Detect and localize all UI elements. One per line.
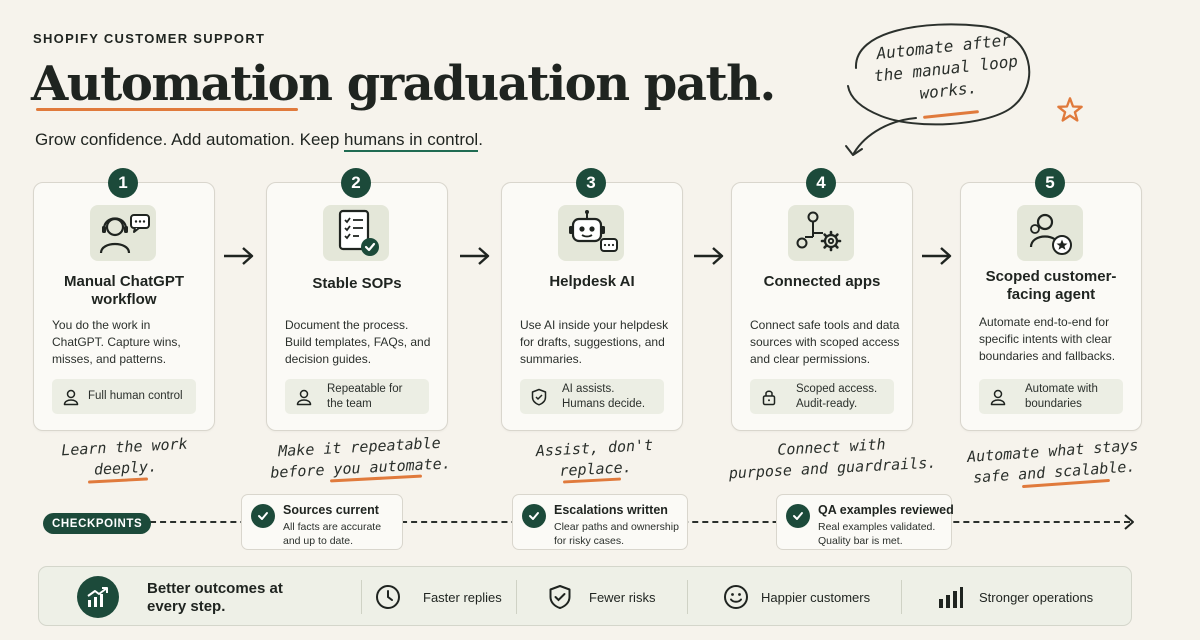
robot-icon <box>569 210 618 252</box>
lock-icon <box>762 390 776 405</box>
divider <box>901 580 902 614</box>
outcomes-bar: Better outcomes at every step. Faster re… <box>38 566 1132 626</box>
headset-chat-icon <box>99 214 150 254</box>
icon-tile <box>323 205 389 261</box>
step-pill: Automate with boundaries <box>979 379 1123 414</box>
step-description: Automate end-to-end for specific intents… <box>979 315 1116 363</box>
callout-arrow <box>853 117 917 154</box>
step-description: You do the work in ChatGPT. Capture wins… <box>52 318 181 366</box>
check-icon <box>522 504 546 528</box>
outcome-label: Faster replies <box>423 589 502 605</box>
page-title: Automation graduation path. <box>31 56 776 112</box>
divider <box>361 580 362 614</box>
step-note-1: Learn the work deeply. <box>39 433 211 484</box>
step-card-4: 4 Connected apps Connect safe tools and … <box>731 168 913 431</box>
chevron-right-icon <box>1124 514 1134 530</box>
checkpoint-card: QA examples reviewed Real examples valid… <box>776 494 954 550</box>
subtitle-highlight: humans in control <box>344 130 479 152</box>
step-pill-label: Full human control <box>88 390 183 402</box>
step-number-badge: 1 <box>108 168 138 198</box>
step-card-1: 1 Manual ChatGPT workflow You do the wor… <box>33 168 215 431</box>
step-number-badge: 4 <box>806 168 836 198</box>
outcome-fewer-risks: Fewer risks <box>547 567 655 627</box>
shield-check-icon <box>549 585 571 609</box>
step-title: Stable SOPs <box>312 275 402 292</box>
checklist-doc-icon <box>338 209 379 256</box>
clock-icon <box>376 585 400 609</box>
step-pill-label: Scoped access. Audit-ready. <box>796 382 878 410</box>
step-pill: Full human control <box>52 379 196 414</box>
outcome-happier-customers: Happier customers <box>723 567 870 627</box>
outcome-faster-replies: Faster replies <box>375 567 502 627</box>
checkpoint-title: QA examples reviewed <box>818 503 954 517</box>
step-description: Connect safe tools and data sources with… <box>750 318 900 366</box>
bar-chart-icon <box>939 587 963 608</box>
check-icon <box>251 504 275 528</box>
step-description: Document the process. Build templates, F… <box>285 318 431 366</box>
step-pill: AI assists. Humans decide. <box>520 379 664 414</box>
person-icon <box>296 389 312 405</box>
smiley-icon <box>724 585 748 609</box>
person-icon <box>63 389 79 405</box>
step-description: Use AI inside your helpdesk for drafts, … <box>520 318 669 366</box>
check-icon <box>786 504 810 528</box>
person-icon <box>990 389 1006 405</box>
step-title: Scoped customer-facing agent <box>985 268 1117 303</box>
icon-tile <box>90 205 156 261</box>
step-card-5: 5 Scoped customer-facing agent Automate … <box>960 168 1142 431</box>
arrow-right-icon <box>460 247 490 265</box>
checkpoint-card: Escalations written Clear paths and owne… <box>512 494 688 550</box>
step-card-3: 3 Helpdesk AI Use AI inside your helpdes… <box>501 168 683 431</box>
checkpoint-description: All facts are accurate and up to date. <box>283 521 382 547</box>
checkpoint-title: Escalations written <box>554 503 668 517</box>
subtitle-end: . <box>478 130 483 149</box>
outcome-stronger-operations: Stronger operations <box>937 567 1093 627</box>
divider <box>516 580 517 614</box>
icon-tile <box>558 205 624 261</box>
shield-check-icon <box>531 388 547 406</box>
page-subtitle: Grow confidence. Add automation. Keep hu… <box>35 130 483 152</box>
step-number-badge: 3 <box>576 168 606 198</box>
subtitle-text: Grow confidence. Add automation. Keep <box>35 130 345 149</box>
step-number-badge: 2 <box>341 168 371 198</box>
arrow-right-icon <box>922 247 952 265</box>
step-note-4: Connect with purpose and guardrails. <box>721 431 943 484</box>
outcome-label: Stronger operations <box>979 589 1094 605</box>
divider <box>687 580 688 614</box>
step-title: Helpdesk AI <box>549 273 635 290</box>
checkpoint-card: Sources current All facts are accurate a… <box>241 494 403 550</box>
checkpoint-description: Clear paths and ownership for risky case… <box>554 521 679 547</box>
icon-tile <box>788 205 854 261</box>
outcomes-headline: Better outcomes at every step. <box>147 580 283 615</box>
step-pill-label: AI assists. Humans decide. <box>562 382 646 410</box>
outcome-label: Happier customers <box>761 589 871 605</box>
arrow-right-icon <box>694 247 724 265</box>
checkpoints-label: CHECKPOINTS <box>43 513 152 534</box>
eyebrow-label: SHOPIFY CUSTOMER SUPPORT <box>33 31 266 46</box>
icon-tile <box>1017 205 1083 261</box>
checkpoint-title: Sources current <box>283 503 379 517</box>
step-pill: Scoped access. Audit-ready. <box>750 379 894 414</box>
step-note-3: Assist, don't replace. <box>509 434 681 485</box>
step-note-5: Automate what stays safe and scalable. <box>965 435 1143 489</box>
step-pill-label: Automate with boundaries <box>1025 382 1098 410</box>
arrow-right-icon <box>224 247 254 265</box>
callout-bubble <box>845 23 1031 156</box>
step-card-2: 2 Stable SOPs Document the process. Buil… <box>266 168 448 431</box>
agent-star-icon <box>1029 213 1072 255</box>
star-icon <box>1057 97 1083 122</box>
connected-apps-icon <box>796 211 842 252</box>
step-pill: Repeatable for the team <box>285 379 429 414</box>
trend-up-chart-icon <box>77 576 119 618</box>
step-title: Connected apps <box>763 273 881 290</box>
step-pill-label: Repeatable for the team <box>327 382 403 410</box>
outcome-label: Fewer risks <box>589 589 656 605</box>
step-number-badge: 5 <box>1035 168 1065 198</box>
checkpoint-description: Real examples validated. Quality bar is … <box>818 521 936 547</box>
step-title: Manual ChatGPT workflow <box>63 273 184 308</box>
step-note-2: Make it repeatable before you automate. <box>264 432 456 484</box>
title-underline <box>36 108 298 111</box>
